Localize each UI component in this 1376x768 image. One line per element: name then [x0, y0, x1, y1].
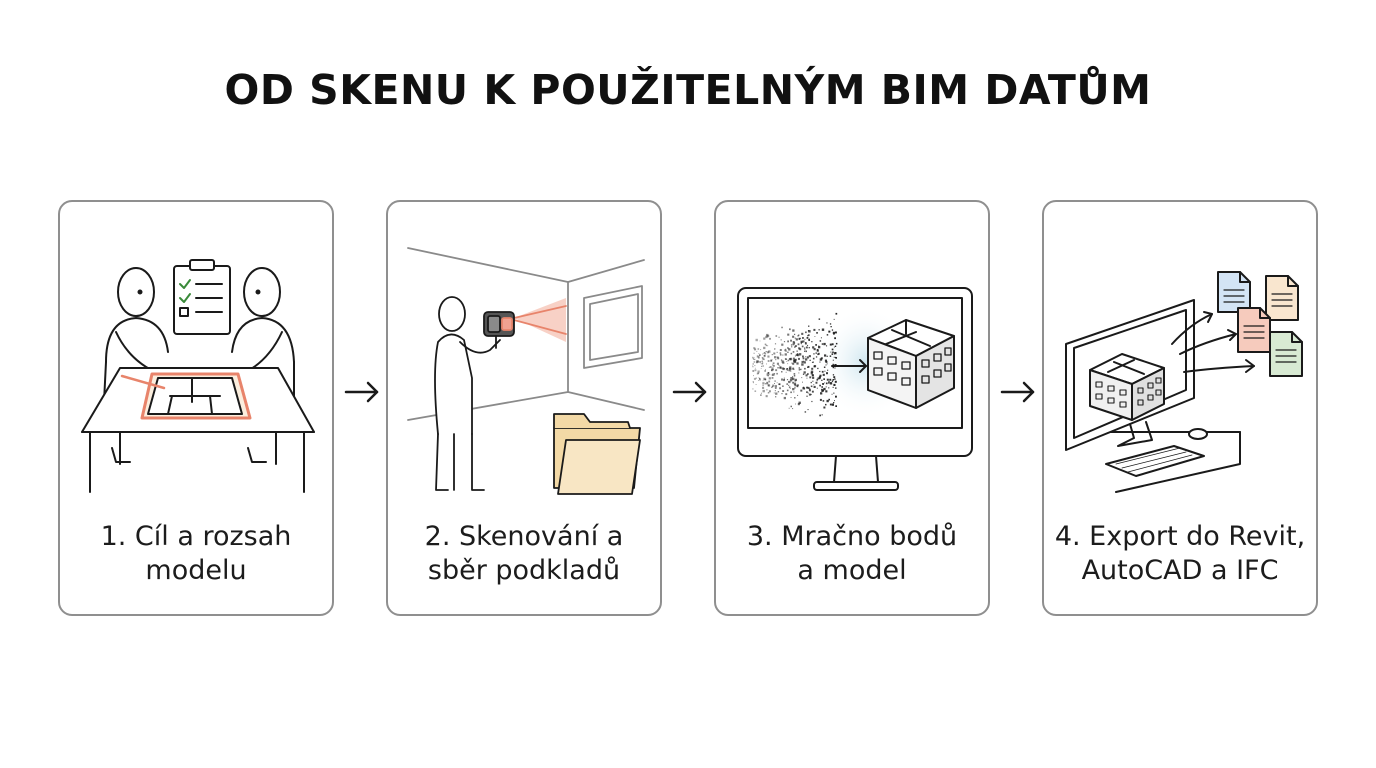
export-computer-icon: [1065, 271, 1303, 493]
step-card-4: 4. Export do Revit, AutoCAD a IFC: [1042, 200, 1318, 616]
step-caption-line-2: modelu: [145, 555, 247, 586]
step-caption-line-1: 3. Mračno bodů: [746, 521, 958, 552]
arrow-right-icon: [344, 381, 379, 403]
step-card-3: 3. Mračno bodů a model: [714, 200, 990, 616]
step-card-1: 1. Cíl a rozsah modelu: [58, 200, 334, 616]
step-caption-line-1: 4. Export do Revit,: [1054, 521, 1306, 552]
step-caption-line-1: 1. Cíl a rozsah: [100, 521, 292, 552]
point-cloud-monitor-icon: [737, 287, 973, 491]
planning-team-icon: [81, 259, 315, 493]
step-caption-2: 2. Skenování a sběr podkladů: [388, 520, 660, 588]
page-title: OD SKENU K POUŽITELNÝM BIM DATŮM: [224, 66, 1152, 114]
step-caption-line-2: a model: [797, 555, 907, 586]
step-caption-1: 1. Cíl a rozsah modelu: [60, 520, 332, 588]
step-caption-line-2: sběr podkladů: [427, 555, 621, 586]
arrow-right-icon: [1000, 381, 1035, 403]
arrow-right-icon: [672, 381, 707, 403]
step-caption-line-2: AutoCAD a IFC: [1081, 555, 1279, 586]
step-card-2: 2. Skenování a sběr podkladů: [386, 200, 662, 616]
step-caption-4: 4. Export do Revit, AutoCAD a IFC: [1044, 520, 1316, 588]
step-caption-3: 3. Mračno bodů a model: [716, 520, 988, 588]
step-caption-line-1: 2. Skenování a: [424, 521, 624, 552]
laser-scanning-icon: [407, 247, 645, 495]
